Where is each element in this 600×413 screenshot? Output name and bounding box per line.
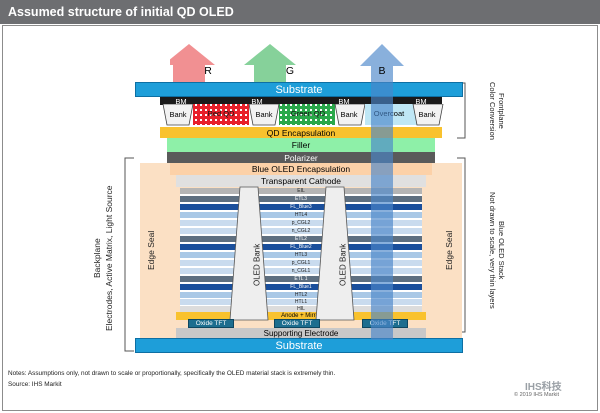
layer-htl3: HTL3 <box>180 252 422 258</box>
layer-fl-blue2: FL_Blue2 <box>180 244 422 250</box>
green-arrow-label: G <box>285 65 295 77</box>
bank-label-4: Bank <box>418 109 436 119</box>
output-arrows <box>170 44 296 86</box>
oled-bank-label-left: OLED Bank <box>252 243 262 287</box>
bank-label-1: Bank <box>169 109 187 119</box>
bm-1: BM <box>175 96 187 106</box>
blue-arrow <box>360 44 404 340</box>
bank-1 <box>162 104 194 126</box>
oled-bank-right <box>315 186 355 321</box>
black-matrix-bar <box>160 97 442 105</box>
anode-mirror: Anode + Mirror <box>176 312 426 320</box>
watermark-text: IHS科技 <box>525 382 562 393</box>
layer-etl3: ETL3 <box>180 196 422 202</box>
bm-4: BM <box>415 96 427 106</box>
layer-n-cgl1: n_CGL1 <box>180 268 422 274</box>
bank-4 <box>412 104 444 126</box>
bm-2: BM <box>251 96 263 106</box>
figure-title: Assumed structure of initial QD OLED <box>0 0 600 24</box>
layer-etl1: ETL 1 <box>180 276 422 282</box>
copyright-text: © 2019 IHS Markit <box>514 392 560 398</box>
back-substrate: Substrate <box>135 338 463 353</box>
notes-text: Notes: Assumptions only, not drawn to sc… <box>8 370 336 377</box>
layer-p-cgl1: p_CGL1 <box>180 260 422 266</box>
supporting-electrode: Supporting Electrode <box>176 328 426 338</box>
bank-label-2: Bank <box>255 109 273 119</box>
bank-3 <box>334 104 366 126</box>
blue-arrow-label: B <box>378 65 386 77</box>
red-arrow-label: R <box>204 65 212 77</box>
figure-frame <box>2 25 598 411</box>
blue-arrow-layer <box>360 44 404 340</box>
layer-n-cgl2: n_CGL2 <box>180 228 422 234</box>
oled-bank-label-right: OLED Bank <box>338 243 348 287</box>
bank-label-3: Bank <box>340 109 358 119</box>
edge-seal-right: Edge Seal <box>444 230 454 270</box>
red-qd-cell <box>193 104 249 125</box>
layer-eil: EIL <box>180 188 422 194</box>
bank-2 <box>248 104 280 126</box>
layer-etl2: ETL2 <box>180 236 422 242</box>
layer-htl1: HTL1 <box>180 299 422 305</box>
filler-layer: Filler <box>167 138 435 152</box>
layer-fl-blue3: FL_Blue3 <box>180 204 422 210</box>
qd-encapsulation: QD Encapsulation <box>160 127 442 138</box>
layer-htl4: HTL4 <box>180 212 422 218</box>
oxide-tft-1: Oxide TFT <box>188 319 234 328</box>
green-arrow <box>244 44 296 86</box>
layer-fl-blue1: FL_Blue1 <box>180 284 422 290</box>
source-text: Source: IHS Markit <box>8 381 62 388</box>
layer-p-cgl2: p_CGL2 <box>180 220 422 226</box>
frontplane-label: Frontplane Color Conversion <box>488 82 506 140</box>
blue-oled-stack-label: Blue OLED Stack Not drawn to scale, very… <box>488 191 506 309</box>
green-qd-cell <box>279 104 335 125</box>
color-conversion-row <box>162 104 444 126</box>
oxide-tft-2: Oxide TFT <box>274 319 320 328</box>
oled-banks <box>229 186 355 321</box>
layer-htl2: HTL2 <box>180 292 422 298</box>
bm-3: BM <box>338 96 350 106</box>
edge-seal-left: Edge Seal <box>146 230 156 270</box>
layer-hil: HIL <box>180 306 422 312</box>
polarizer-layer: Polarizer <box>167 152 435 163</box>
red-arrow <box>170 44 215 86</box>
blue-oled-encapsulation: Blue OLED Encapsulation <box>170 163 432 175</box>
red-qd-label: Red QD <box>207 108 235 118</box>
green-qd-label: Green QD <box>290 108 326 118</box>
left-brace <box>124 157 134 352</box>
oled-bank-left <box>229 186 269 321</box>
backplane-label: Backplane Electrodes, Active Matrix, Lig… <box>92 185 114 331</box>
transparent-cathode: Transparent Cathode <box>176 175 426 187</box>
